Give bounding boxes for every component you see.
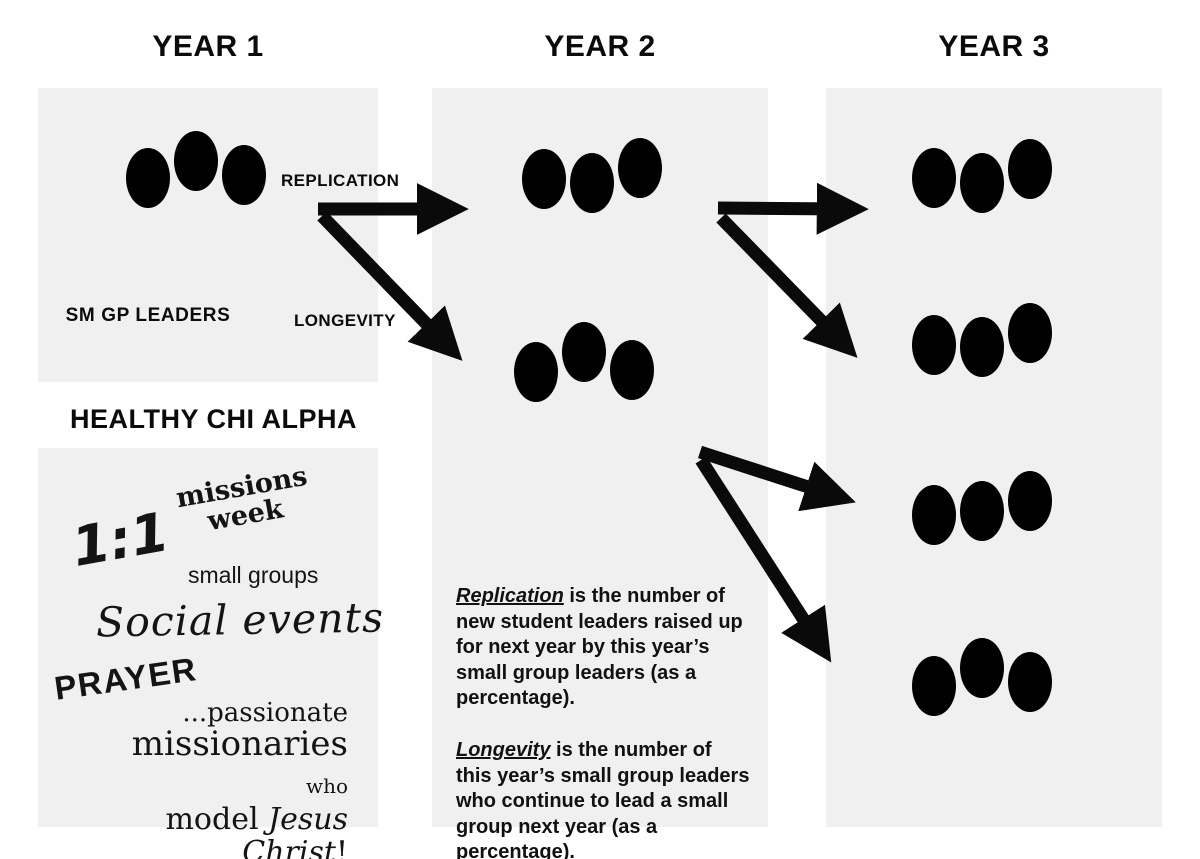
column-header-year2: YEAR 2 bbox=[544, 30, 656, 63]
replication-definition: Replication is the number of new student… bbox=[456, 584, 752, 712]
year1-group-caption: SM GP LEADERS bbox=[65, 305, 231, 326]
tagline-exclamation: ! bbox=[335, 835, 348, 859]
column-header-year3: YEAR 3 bbox=[938, 30, 1050, 63]
replication-term: Replication bbox=[456, 585, 564, 607]
wordcloud-tagline: ...passionate missionaries who model Jes… bbox=[100, 699, 348, 859]
column-header-year1: YEAR 1 bbox=[152, 30, 264, 63]
people-group-year3-red-lower bbox=[907, 471, 1057, 633]
replication-label: REPLICATION bbox=[281, 171, 400, 190]
definitions-block: Replication is the number of new student… bbox=[456, 584, 752, 859]
tagline-who: who bbox=[305, 774, 348, 798]
people-group-year3-red-top bbox=[907, 139, 1057, 301]
tagline-missionaries: missionaries bbox=[131, 724, 348, 764]
people-group-year1-leaders bbox=[121, 131, 271, 296]
tagline-jesus-christ: Jesus Christ bbox=[242, 802, 348, 859]
tagline-model: model bbox=[165, 802, 269, 837]
longevity-definition: Longevity is the number of this year’s s… bbox=[456, 738, 752, 859]
healthy-chi-alpha-panel bbox=[38, 448, 378, 827]
wordcloud-small-groups: small groups bbox=[188, 562, 319, 588]
tagline-line2: missionaries who bbox=[100, 727, 348, 803]
people-group-year2-replicated bbox=[517, 138, 667, 301]
tagline-line1: ...passionate bbox=[182, 698, 348, 728]
year3-panel bbox=[826, 88, 1162, 827]
tagline-line3: model Jesus Christ! bbox=[100, 803, 348, 859]
healthy-chi-alpha-title: HEALTHY CHI ALPHA bbox=[70, 404, 358, 434]
people-group-year3-green bbox=[907, 303, 1057, 465]
replication-definition-body: is the number of new student leaders rai… bbox=[456, 585, 743, 710]
longevity-definition-body: is the number of this year’s small group… bbox=[456, 738, 750, 859]
people-group-year3-blue-bottom bbox=[907, 638, 1057, 804]
longevity-label: LONGEVITY bbox=[294, 311, 396, 330]
wordcloud-social-events: Social events bbox=[95, 593, 385, 647]
people-group-year2-continuing bbox=[509, 322, 659, 490]
longevity-term: Longevity bbox=[456, 738, 551, 761]
